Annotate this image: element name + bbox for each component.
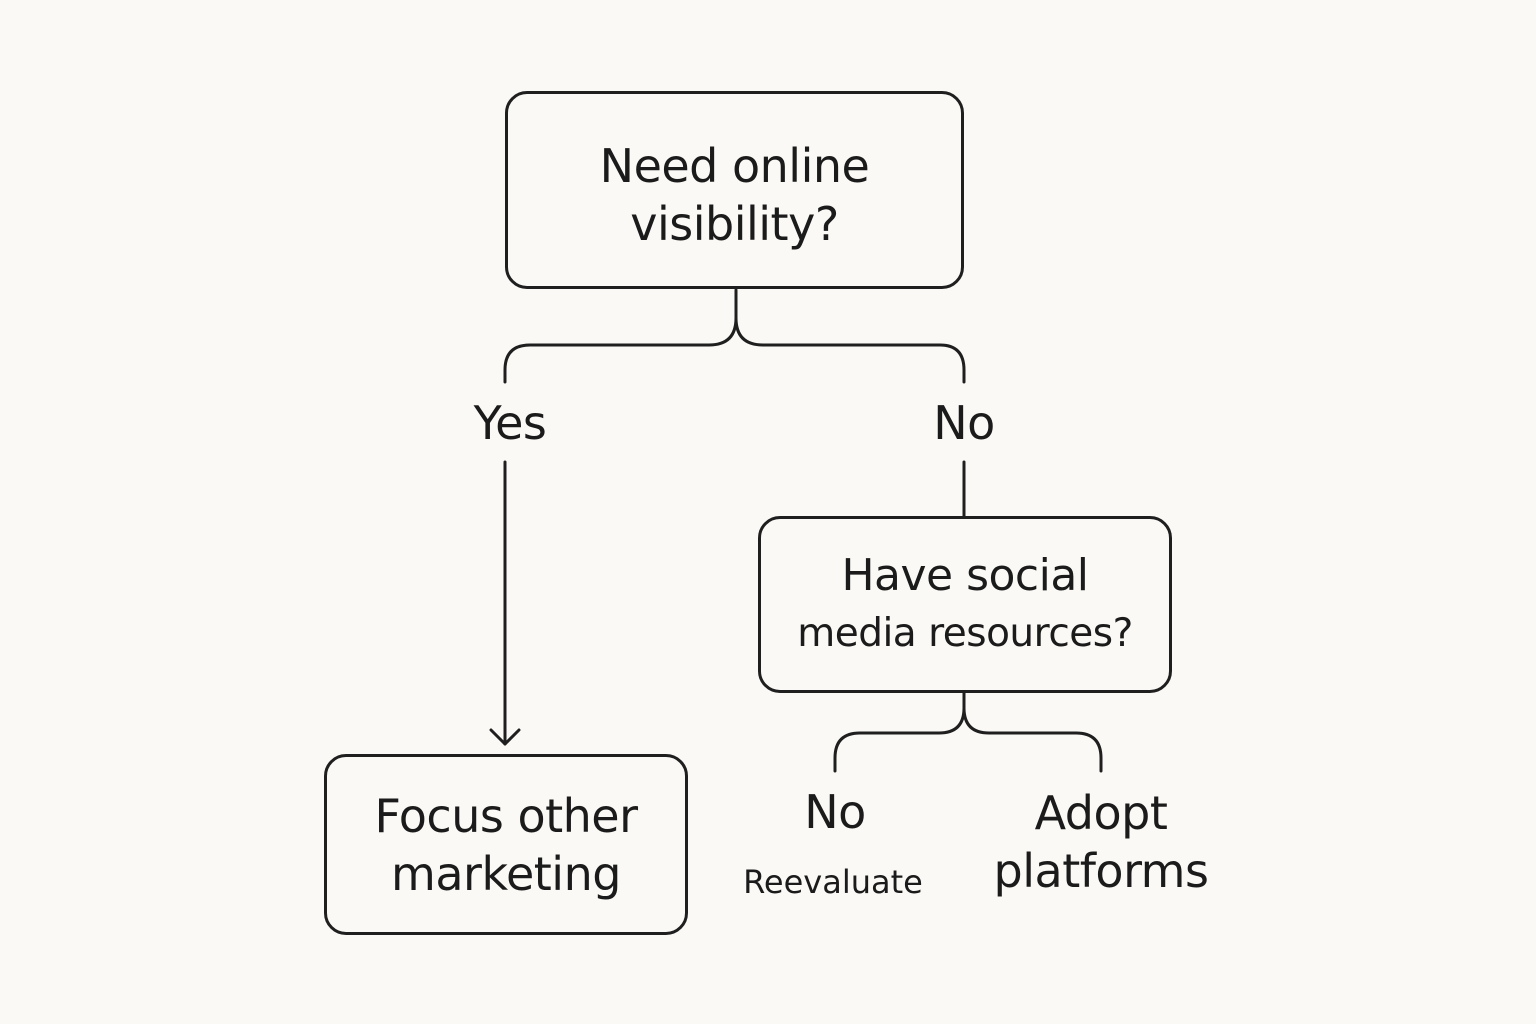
social-to-no-connector: [833, 691, 966, 773]
root-to-branches-connector: [503, 288, 738, 384]
adopt-label-line-2: platforms: [993, 844, 1209, 898]
adopt-label-line-1: Adopt: [1034, 786, 1168, 840]
focus-other-marketing-box: Focus other marketing: [324, 754, 688, 935]
social-resources-decision-box: Have social media resources?: [758, 516, 1172, 693]
adopt-platforms-label: Adopt platforms: [976, 784, 1226, 900]
reevaluate-label: Reevaluate: [743, 863, 923, 901]
root-to-no-branch-connector: [734, 316, 966, 384]
social-decision-line-1: Have social: [841, 549, 1089, 601]
focus-box-line-2: marketing: [391, 846, 621, 901]
yes-branch-label: Yes: [473, 396, 547, 450]
root-decision-line-1: Need online: [599, 139, 870, 193]
social-decision-line-2: media resources?: [797, 610, 1133, 656]
no-branch-label: No: [933, 396, 995, 450]
social-to-adopt-connector: [962, 706, 1103, 773]
focus-box-line-1: Focus other: [374, 788, 638, 843]
social-no-branch-label: No: [804, 785, 866, 839]
root-decision-line-2: visibility?: [630, 197, 839, 251]
root-decision-box: Need online visibility?: [505, 91, 964, 289]
yes-arrow-head: [489, 728, 521, 746]
